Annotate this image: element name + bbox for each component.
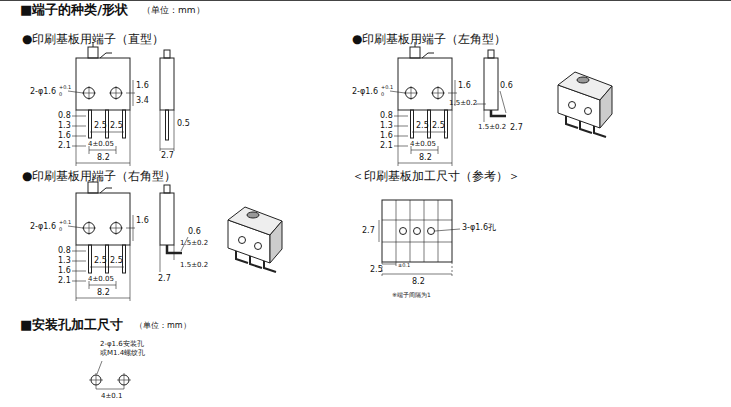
dimension-label: 0.6 [188,228,201,236]
dimension-label: 1.6 [58,132,71,140]
dimension-label: 0.8 [58,247,71,255]
dimension-label: 0.8 [58,112,71,120]
dimension-label: ＜印刷基板加工尺寸（参考）＞ [352,170,520,182]
dimension-label: 0.8 [380,112,393,120]
dimension-label: 4±0.05 [88,276,114,283]
dimension-label: 2.7 [161,152,174,160]
dimension-label: 4±0.05 [88,141,114,148]
dimension-label: 0 [381,92,384,97]
dimension-label: 1.3 [58,122,71,130]
dimension-label: 3-φ1.6孔 [462,224,496,232]
dimension-label: 0 [59,92,62,97]
dimension-label: 1.6 [58,267,71,275]
dimension-label: 2.5 [94,122,107,130]
dimension-label: 2-φ1.6 [30,88,56,96]
dimension-label: 2-φ1.6 [352,88,378,96]
dimension-label: 1.5±0.2 [478,124,506,131]
dimension-label: （单位：mm） [142,6,205,15]
dimension-label: 0.5 [177,120,190,128]
dimension-label: 2.1 [380,142,393,150]
dimension-label: ●印刷基板用端子（直型） [22,33,164,45]
dimension-label: 2.7 [362,227,375,235]
dimension-label: 或M1.4螺纹孔 [100,350,145,357]
dimension-label: 2.5 [416,122,429,130]
dimension-label: 4±0.1 [101,393,122,400]
dimension-label: 8.2 [419,154,432,162]
dimension-label: （单位：mm） [135,322,191,330]
dimension-label: ±0.1 [398,263,410,268]
dimension-label: 2.5 [110,257,123,265]
dimension-label: 1.6 [380,132,393,140]
dimension-label: 1.5±0.2 [449,100,477,107]
dimension-label: 2-φ1.6 [30,223,56,231]
dimension-label: 1.3 [58,257,71,265]
dimension-label: 2.1 [58,142,71,150]
dimension-label: 1.6 [136,217,149,225]
dimension-label: 0.6 [500,82,513,90]
dimension-label: +0.1 [381,85,393,90]
dimension-label: 2.5 [110,122,123,130]
dimension-label: ※端子间隔为1 [392,292,431,298]
dimension-label: 3.4 [136,97,149,105]
section-heading: ■安装孔加工尺寸 [20,318,123,331]
dimension-label: 2.7 [510,124,523,132]
dimension-label: 2.5 [370,266,383,274]
dimension-label: 1.6 [136,82,149,90]
dimension-label: 1.5±0.2 [180,240,208,247]
dimension-label: +0.1 [59,220,71,225]
dimension-label: 1.3 [380,122,393,130]
dimension-label: 2.7 [158,275,171,283]
dimension-label: 2.5 [432,122,445,130]
dimension-label: 1.6 [458,82,471,90]
dimension-label: +0.1 [59,85,71,90]
section-heading: ■端子的种类/形状 [20,3,128,16]
dimension-label: 8.2 [412,278,425,286]
dimension-label: 8.2 [97,154,110,162]
dimension-label: 2.5 [94,257,107,265]
dimension-label: 0 [59,227,62,232]
dimension-label: 2-φ1.6安装孔 [100,341,144,348]
dimension-label: 1.5±0.2 [180,262,208,269]
dimension-label: ●印刷基板用端子（左角型） [352,33,506,45]
dimension-label: ●印刷基板用端子（右角型） [22,170,176,182]
dimension-label: 8.2 [97,289,110,297]
dimension-label: 4±0.05 [410,141,436,148]
dimension-label: 2.1 [58,277,71,285]
